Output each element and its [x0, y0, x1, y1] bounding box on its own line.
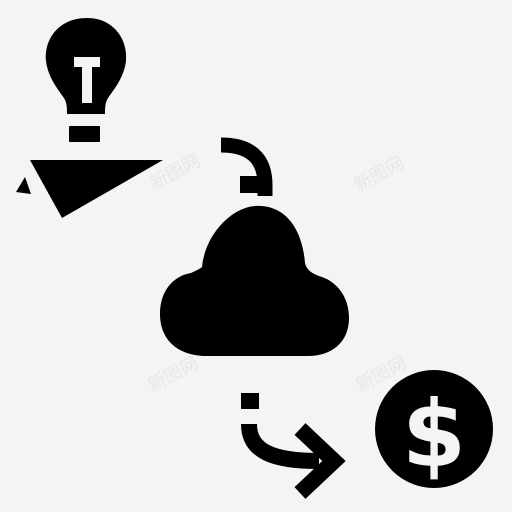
money-icon: [375, 370, 493, 488]
watermark-text: 新图网: [350, 153, 408, 197]
watermark-text: 新图网: [146, 151, 204, 195]
kite-icon: [16, 160, 163, 218]
watermark-text: 新图网: [144, 353, 202, 397]
lightbulb-icon: [45, 18, 127, 142]
dollar-sign-icon: $: [402, 381, 466, 488]
cloud-icon: [160, 205, 349, 356]
arrow-icon: [241, 393, 346, 499]
connector-icon: [220, 137, 273, 196]
